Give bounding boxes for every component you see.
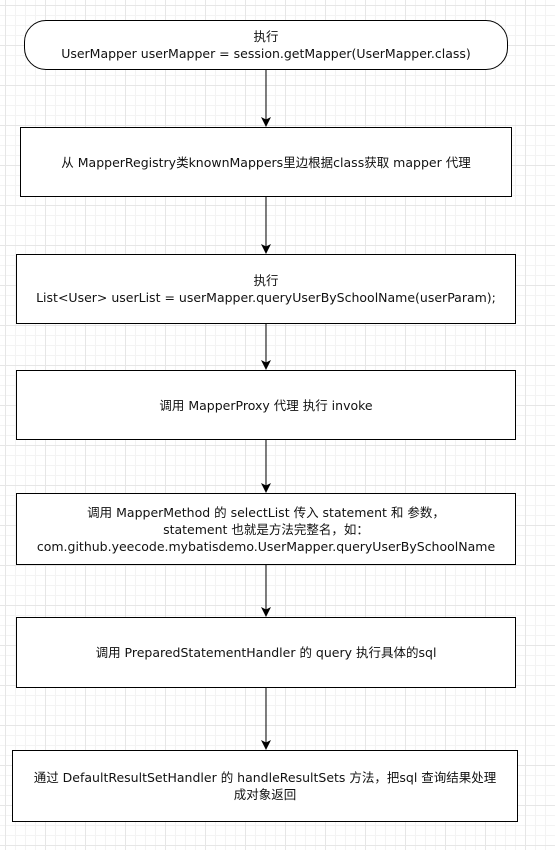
node-result-handler-line-1: 通过 DefaultResultSetHandler 的 handleResul… [33, 770, 497, 802]
node-get-mapper: 执行 UserMapper userMapper = session.getMa… [24, 20, 508, 70]
node-get-mapper-line-2: UserMapper userMapper = session.getMappe… [61, 46, 471, 61]
node-statement-handler: 调用 PreparedStatementHandler 的 query 执行具体… [16, 617, 516, 688]
node-mapper-method-line-3: com.github.yeecode.mybatisdemo.UserMappe… [36, 538, 496, 554]
node-registry-lookup: 从 MapperRegistry类knownMappers里边根据class获取… [20, 127, 512, 197]
node-query-call: 执行 List<User> userList = userMapper.quer… [16, 254, 516, 324]
node-proxy-invoke: 调用 MapperProxy 代理 执行 invoke [16, 370, 516, 440]
node-result-handler: 通过 DefaultResultSetHandler 的 handleResul… [12, 750, 518, 822]
node-mapper-method-line-1: 调用 MapperMethod 的 selectList 传入 statemen… [87, 504, 445, 520]
node-registry-lookup-line-1: 从 MapperRegistry类knownMappers里边根据class获取… [61, 154, 471, 170]
node-query-call-line-2: List<User> userList = userMapper.queryUs… [36, 290, 496, 305]
node-mapper-method: 调用 MapperMethod 的 selectList 传入 statemen… [16, 493, 516, 565]
node-mapper-method-line-2: statement 也就是方法完整名，如： [163, 521, 369, 537]
node-get-mapper-line-1: 执行 [253, 29, 279, 44]
node-query-call-line-1: 执行 [253, 273, 279, 288]
node-proxy-invoke-line-1: 调用 MapperProxy 代理 执行 invoke [159, 397, 373, 413]
node-statement-handler-line-1: 调用 PreparedStatementHandler 的 query 执行具体… [95, 645, 437, 660]
